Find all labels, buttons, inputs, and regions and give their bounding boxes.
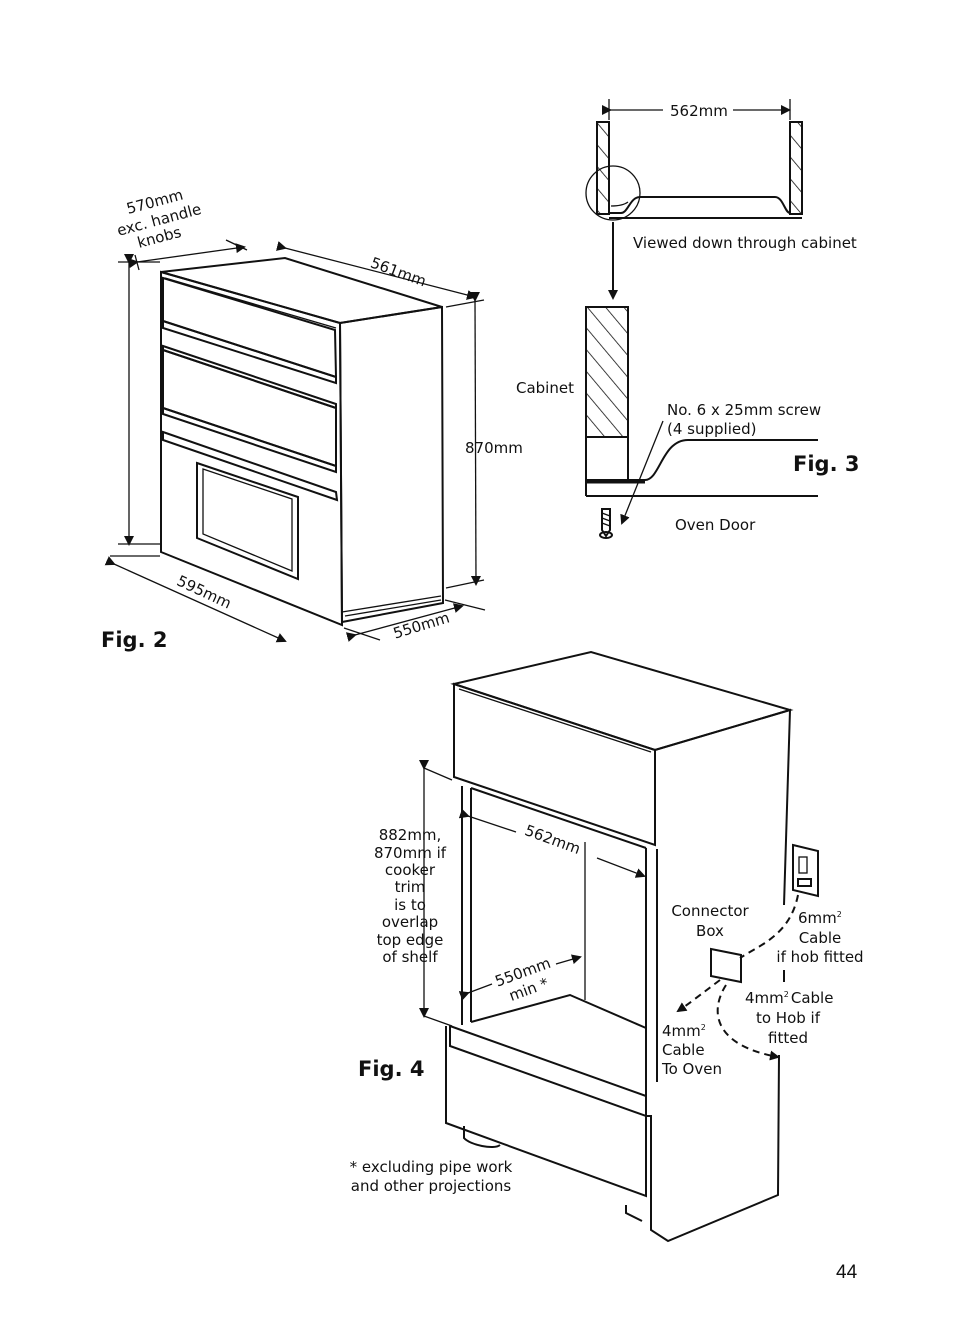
fig4-height-line-7: top edge [377,931,444,949]
fig4-oven-cable-1: 4mm2 [662,1022,706,1040]
fig4-height-line-5: is to [394,896,426,914]
page-number: 44 [836,1262,858,1283]
fig4-hob2-cable-2: to Hob if [756,1009,821,1027]
fig2-width-body-label: 550mm [391,608,452,642]
fig3-door-label: Oven Door [675,516,756,534]
fig4-connector-label-1: Connector [671,902,749,920]
fig4-height-label: 882mm, 870mm if cooker trim is to overla… [374,826,447,966]
fig4-hob2-cable-3: fitted [768,1029,808,1047]
fig4-title: Fig. 4 [358,1057,424,1081]
fig3-screw-label-2: (4 supplied) [667,420,756,438]
fig4-height-line-4: trim [395,878,426,896]
fig4-footnote-2: and other projections [351,1177,512,1195]
fig4-housing-drawing [419,650,819,1243]
fig4-hob-cable-1: 6mm2 [798,909,842,927]
fig4-height-line-1: 882mm, [379,826,442,844]
fig2-height-body-label: 870mm [465,439,523,457]
fig4-oven-cable-2: Cable [662,1041,705,1059]
fig3-title: Fig. 3 [793,452,859,476]
fig4-hob-cable-3: if hob fitted [776,948,863,966]
fig4-connector-label-2: Box [696,922,724,940]
fig3-screw-label-1: No. 6 x 25mm screw [667,401,821,419]
fig4-height-line-8: of shelf [382,948,438,966]
fig2-body-depth-label: 561mm [368,254,429,291]
fig4-hob-cable-2: Cable [799,929,842,947]
fig3-width-label: 562mm [670,102,728,120]
fig3-cabinet-drawing [585,99,818,539]
fig4-height-line-2: 870mm if [374,844,447,862]
fig2-oven-drawing [104,239,486,643]
fig4-height-line-6: overlap [382,913,438,931]
fig2-title: Fig. 2 [101,628,167,652]
fig4-oven-cable-3: To Oven [661,1060,722,1078]
fig3-cabinet-label: Cabinet [516,379,574,397]
fig4-height-line-3: cooker [385,861,436,879]
fig4-footnote-1: * excluding pipe work [350,1158,513,1176]
fig3-view-caption: Viewed down through cabinet [633,234,857,252]
fig4-width-label: 562mm [522,821,583,858]
